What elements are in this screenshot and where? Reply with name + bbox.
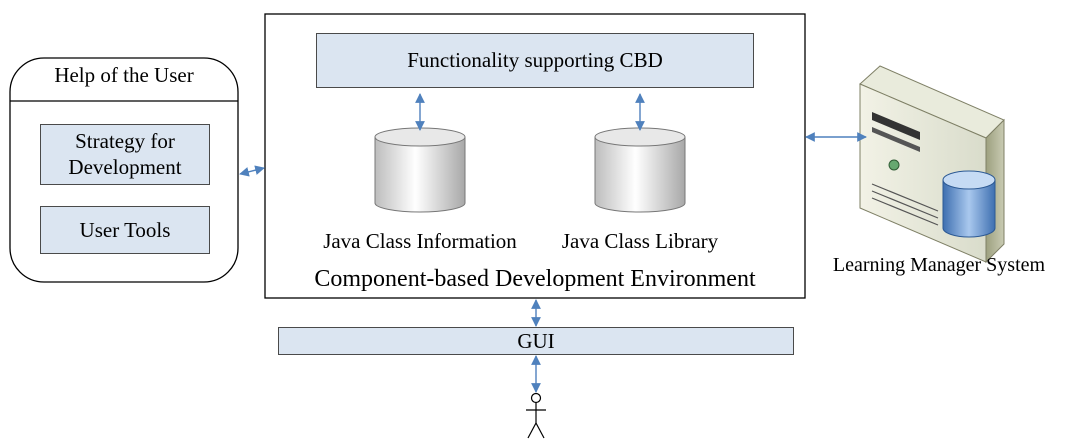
strategy-label-line2: Development	[68, 155, 182, 179]
server-tower-icon	[859, 65, 1005, 264]
user-stick-figure-icon	[526, 392, 546, 439]
functionality-box: Functionality supporting CBD	[316, 33, 754, 88]
strategy-box: Strategy for Development	[40, 124, 210, 185]
user-tools-label: User Tools	[79, 218, 171, 242]
java-class-information-cylinder	[374, 127, 466, 213]
gui-box: GUI	[278, 327, 794, 355]
java-class-library-label: Java Class Library	[561, 229, 719, 253]
cbd-environment-label: Component-based Development Environment	[314, 266, 756, 292]
server-label: Learning Manager System	[832, 254, 1046, 276]
user-tools-box: User Tools	[40, 206, 210, 254]
java-class-library-cylinder	[594, 127, 686, 213]
gui-label: GUI	[517, 329, 555, 353]
strategy-label-line1: Strategy for	[75, 129, 175, 153]
help-panel-title: Help of the User	[54, 63, 194, 87]
java-class-information-label: Java Class Information	[323, 229, 517, 253]
arrow-help-to-cbd	[239, 165, 265, 177]
functionality-label: Functionality supporting CBD	[407, 48, 663, 72]
